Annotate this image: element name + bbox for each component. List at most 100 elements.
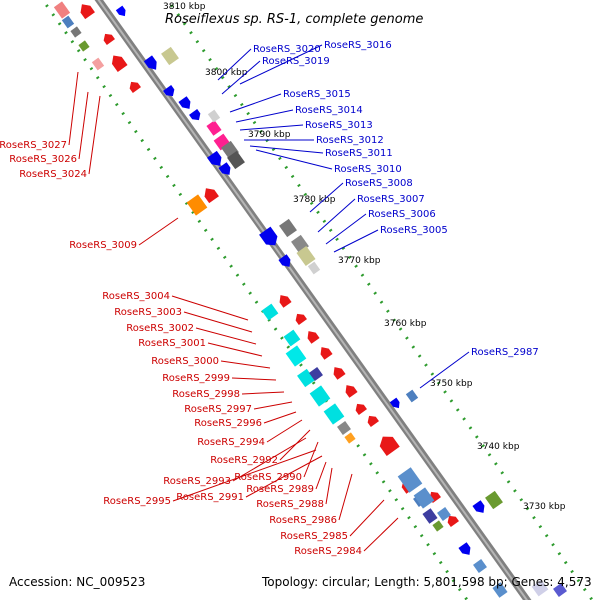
gene-reverse <box>309 367 323 381</box>
leader-line <box>241 391 285 395</box>
gene-label-reverse[interactable]: RoseRS_2989 <box>246 484 314 495</box>
gene-reverse <box>307 331 320 344</box>
gene-reverse <box>355 403 367 415</box>
gene-label-reverse[interactable]: RoseRS_3000 <box>151 356 219 367</box>
gene-label-reverse[interactable]: RoseRS_2996 <box>194 418 262 429</box>
gene-reverse <box>309 385 331 407</box>
gene-label-reverse[interactable]: RoseRS_3003 <box>114 307 182 318</box>
gene-label-reverse[interactable]: RoseRS_2990 <box>234 472 302 483</box>
leader-line <box>171 295 249 321</box>
gene-label-forward[interactable]: RoseRS_3016 <box>324 40 392 51</box>
gene-forward <box>437 507 451 521</box>
leader-line <box>309 182 344 213</box>
gene-label-forward[interactable]: RoseRS_3014 <box>295 105 363 116</box>
gene-forward <box>279 218 297 238</box>
gene-forward <box>218 162 231 175</box>
gene-forward <box>473 559 487 573</box>
leader-line <box>207 342 263 357</box>
gene-label-reverse[interactable]: RoseRS_3027 <box>0 140 67 151</box>
gene-reverse <box>432 520 444 532</box>
gene-label-reverse[interactable]: RoseRS_3004 <box>102 291 170 302</box>
gene-label-forward[interactable]: RoseRS_3015 <box>283 89 351 100</box>
gene-reverse <box>323 403 345 425</box>
gene-reverse <box>61 15 75 29</box>
gene-label-forward[interactable]: RoseRS_3005 <box>380 225 448 236</box>
gene-label-forward[interactable]: RoseRS_3007 <box>357 194 425 205</box>
topology-text: Topology: circular; Length: 5,801,598 bp… <box>262 575 592 589</box>
gene-label-forward[interactable]: RoseRS_2987 <box>471 347 539 358</box>
gene-label-forward[interactable]: RoseRS_3012 <box>316 135 384 146</box>
gene-reverse <box>70 26 82 38</box>
leader-line <box>138 217 179 246</box>
gene-label-reverse[interactable]: RoseRS_3009 <box>69 240 137 251</box>
gene-label-reverse[interactable]: RoseRS_2991 <box>176 492 244 503</box>
gene-label-reverse[interactable]: RoseRS_3026 <box>9 154 77 165</box>
gene-label-reverse[interactable]: RoseRS_2998 <box>172 389 240 400</box>
leader-line <box>221 60 261 95</box>
gene-label-reverse[interactable]: RoseRS_2986 <box>269 515 337 526</box>
gene-reverse <box>129 81 141 93</box>
gene-label-reverse[interactable]: RoseRS_3024 <box>19 169 87 180</box>
gene-forward <box>189 109 201 121</box>
gene-label-reverse[interactable]: RoseRS_3002 <box>126 323 194 334</box>
leader-line <box>349 499 385 537</box>
genome-backbone <box>94 0 532 600</box>
gene-forward <box>389 397 400 409</box>
leader-line <box>263 411 297 424</box>
leader-line <box>195 327 257 345</box>
leader-line <box>253 401 293 410</box>
gene-label-reverse[interactable]: RoseRS_2995 <box>103 496 171 507</box>
leader-line <box>183 311 253 333</box>
scale-tick-label: 3790 kbp <box>248 130 291 140</box>
gene-reverse <box>103 33 115 45</box>
gene-label-reverse[interactable]: RoseRS_2984 <box>294 546 362 557</box>
gene-label-reverse[interactable]: RoseRS_2992 <box>210 455 278 466</box>
leader-line <box>325 467 333 505</box>
gene-reverse <box>53 1 71 19</box>
gene-reverse <box>204 188 219 204</box>
gene-forward <box>259 226 278 246</box>
gene-label-forward[interactable]: RoseRS_3013 <box>305 120 373 131</box>
leader-line <box>317 198 356 233</box>
gene-forward <box>143 55 157 70</box>
leader-line <box>239 124 304 131</box>
gene-forward <box>485 490 503 510</box>
leader-line <box>217 48 252 81</box>
gene-forward <box>472 500 485 513</box>
gene-label-reverse[interactable]: RoseRS_2999 <box>162 373 230 384</box>
leader-line <box>229 93 282 113</box>
gene-label-reverse[interactable]: RoseRS_2985 <box>280 531 348 542</box>
leader-line <box>239 44 323 85</box>
gene-label-forward[interactable]: RoseRS_3020 <box>253 44 321 55</box>
gene-forward <box>405 389 419 403</box>
scale-tick-label: 3760 kbp <box>384 319 427 329</box>
gene-forward <box>492 582 508 598</box>
gene-label-reverse[interactable]: RoseRS_2988 <box>256 499 324 510</box>
leader-line <box>88 95 101 175</box>
scale-tick-label: 3780 kbp <box>293 195 336 205</box>
leader-line <box>315 461 327 490</box>
gene-label-forward[interactable]: RoseRS_3010 <box>334 164 402 175</box>
gene-label-forward[interactable]: RoseRS_3019 <box>262 56 330 67</box>
gene-label-forward[interactable]: RoseRS_3011 <box>325 148 393 159</box>
gene-label-reverse[interactable]: RoseRS_2993 <box>163 476 231 487</box>
gene-forward <box>413 487 435 509</box>
leader-line <box>333 229 379 253</box>
leader-line <box>245 455 323 498</box>
map-title: Roseiflexus sp. RS-1, complete genome <box>165 12 423 27</box>
gene-reverse <box>279 295 292 308</box>
gene-label-reverse[interactable]: RoseRS_2994 <box>197 437 265 448</box>
reverse-strand-genes <box>53 1 459 532</box>
gene-forward <box>278 254 291 267</box>
gene-label-forward[interactable]: RoseRS_3008 <box>345 178 413 189</box>
scale-tick-label: 3800 kbp <box>205 68 248 78</box>
gene-forward <box>458 542 471 555</box>
gene-label-forward[interactable]: RoseRS_3006 <box>368 209 436 220</box>
gene-label-reverse[interactable]: RoseRS_3001 <box>138 338 206 349</box>
gene-forward <box>178 96 191 109</box>
gene-forward <box>531 579 549 597</box>
gene-label-reverse[interactable]: RoseRS_2997 <box>184 404 252 415</box>
